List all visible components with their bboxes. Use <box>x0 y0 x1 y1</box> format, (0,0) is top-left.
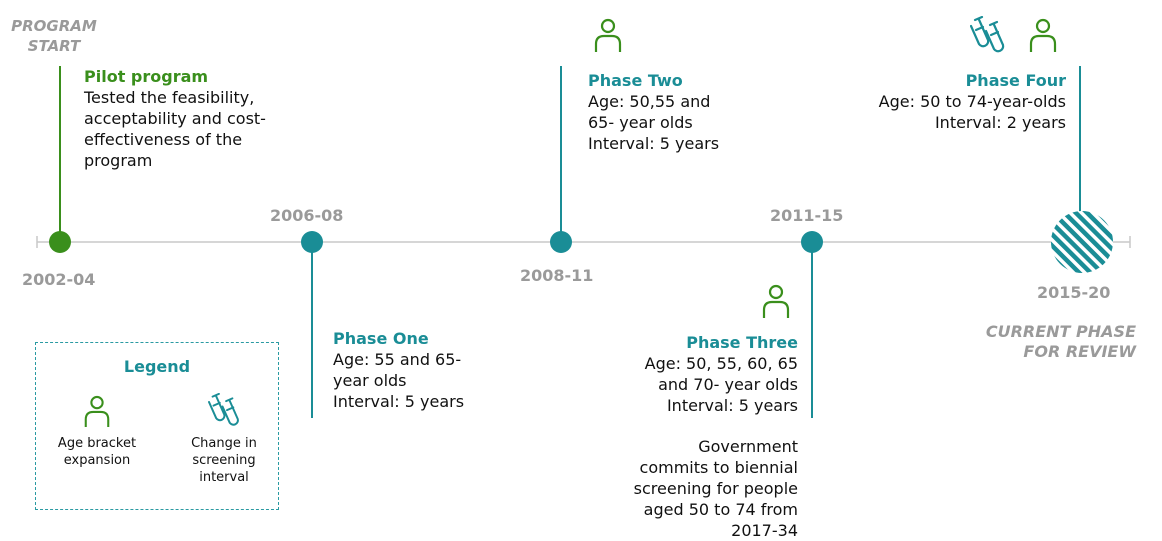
legend-box: Legend Age bracket expansion Change in s… <box>35 342 279 510</box>
person-icon <box>594 18 622 52</box>
legend-interval-caption: Change in screening interval <box>191 436 257 485</box>
current-phase-label: CURRENT PHASE FOR REVIEW <box>985 322 1136 361</box>
marker-2002-04 <box>49 231 71 253</box>
marker-2015-20-current <box>1051 211 1113 273</box>
date-2015-20: 2015-20 <box>1037 283 1111 302</box>
legend-title: Legend <box>123 357 191 376</box>
program-start-label: PROGRAM START <box>11 17 97 55</box>
date-2002-04: 2002-04 <box>22 270 96 289</box>
legend-age-caption: Age bracket expansion <box>57 436 137 468</box>
phase-four-title: Phase Four <box>965 71 1066 90</box>
phase-one-block: Phase One Age: 55 and 65- year olds Inte… <box>333 328 533 412</box>
phase-three-connector <box>811 244 813 418</box>
pilot-program-block: Pilot program Tested the feasibility, ac… <box>84 66 314 171</box>
date-2011-15: 2011-15 <box>770 206 844 225</box>
phase-one-connector <box>311 244 313 418</box>
date-2008-11: 2008-11 <box>520 266 594 285</box>
phase-two-block: Phase Two Age: 50,55 and 65- year olds I… <box>588 70 788 154</box>
pilot-program-title: Pilot program <box>84 67 209 86</box>
marker-2008-11 <box>550 231 572 253</box>
date-2006-08: 2006-08 <box>270 206 344 225</box>
phase-four-block: Phase Four Age: 50 to 74-year-olds Inter… <box>816 70 1066 133</box>
test-tubes-icon <box>208 393 239 426</box>
phase-two-connector <box>560 66 562 240</box>
marker-2006-08 <box>301 231 323 253</box>
person-icon <box>1029 18 1057 52</box>
pilot-connector <box>59 66 61 240</box>
phase-one-title: Phase One <box>333 329 429 348</box>
government-commitment-text: Government commits to biennial screening… <box>633 437 798 540</box>
phase-three-block: Phase Three Age: 50, 55, 60, 65 and 70- … <box>578 332 798 416</box>
phase-four-connector <box>1079 66 1081 216</box>
person-icon <box>762 284 790 318</box>
phase-three-title: Phase Three <box>686 333 798 352</box>
phase-two-title: Phase Two <box>588 71 683 90</box>
marker-2011-15 <box>801 231 823 253</box>
test-tubes-icon <box>970 16 1005 53</box>
person-icon <box>84 395 110 427</box>
